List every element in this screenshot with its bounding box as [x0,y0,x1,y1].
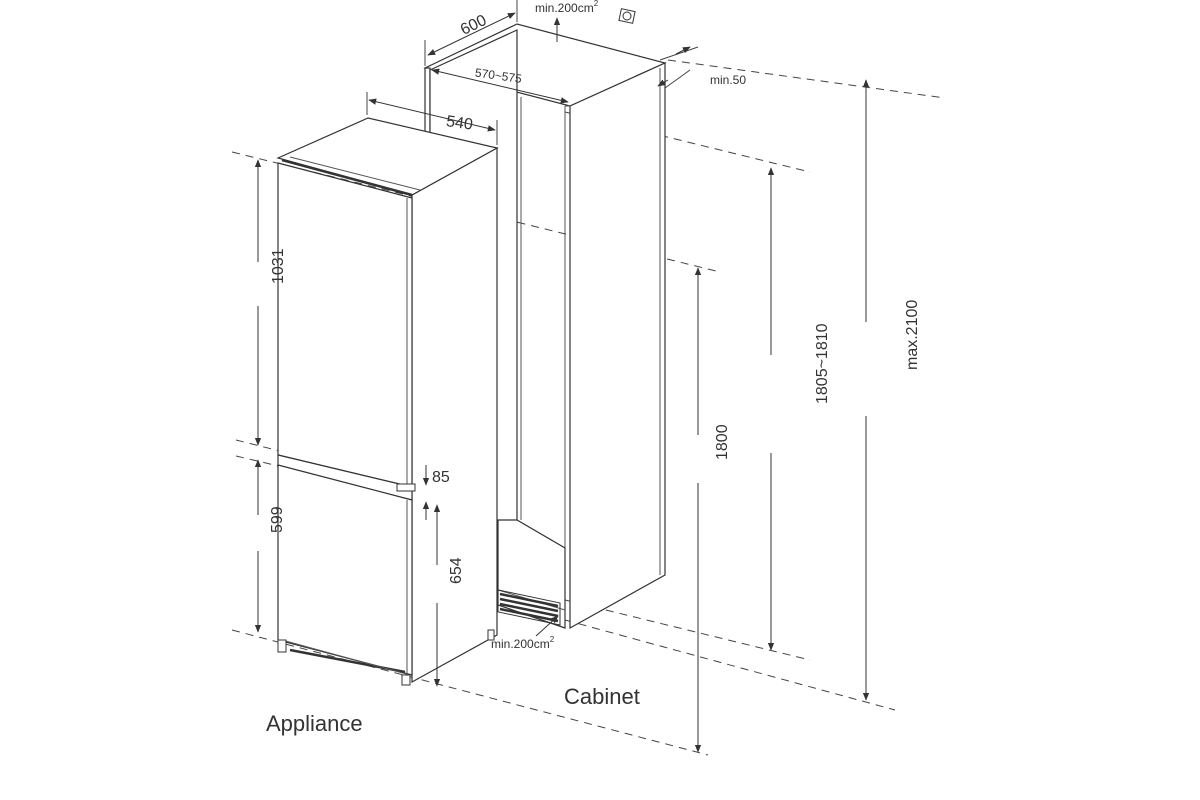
dim-cabinet-width: 570~575 [431,66,569,104]
appliance-label: Appliance [266,711,363,736]
dim-min50-label: min.50 [710,73,746,87]
dim-max-height: max.2100 [856,79,921,701]
dim-upper-door: 1031 [248,159,287,446]
bottom-vent-grille [497,589,561,626]
appliance-drawing [276,117,499,686]
dim-cabinet-niche: 1805~1810 [761,167,831,651]
dim-85-label: 85 [432,469,450,486]
vent-bottom-label: min.200cm2 [491,635,555,651]
dim-lower-section: 654 [427,504,465,687]
dim-appliance-height: 1800 [688,267,731,753]
vent-top-label: min.200cm2 [535,0,599,15]
dim-vent-top: min.200cm2 [535,0,599,42]
dim-570-575-label: 570~575 [474,66,523,86]
dim-1805-1810-label: 1805~1810 [814,323,831,404]
dim-lower-door: 599 [248,459,286,633]
dim-door-gap: 85 [422,465,450,520]
dim-rear-gap: min.50 [657,46,746,89]
dim-540-label: 540 [445,113,474,134]
dim-max2100-label: max.2100 [904,300,921,370]
dim-600-label: 600 [458,12,490,39]
dim-1800-label: 1800 [714,424,731,460]
dim-1031-label: 1031 [270,248,287,284]
dim-654-label: 654 [448,557,465,584]
dim-599-label: 599 [269,506,286,533]
dim-appliance-depth: 540 [366,92,498,145]
dim-vent-bottom: min.200cm2 [491,615,559,651]
cabinet-label: Cabinet [564,684,640,709]
top-vent-icon [618,8,636,24]
